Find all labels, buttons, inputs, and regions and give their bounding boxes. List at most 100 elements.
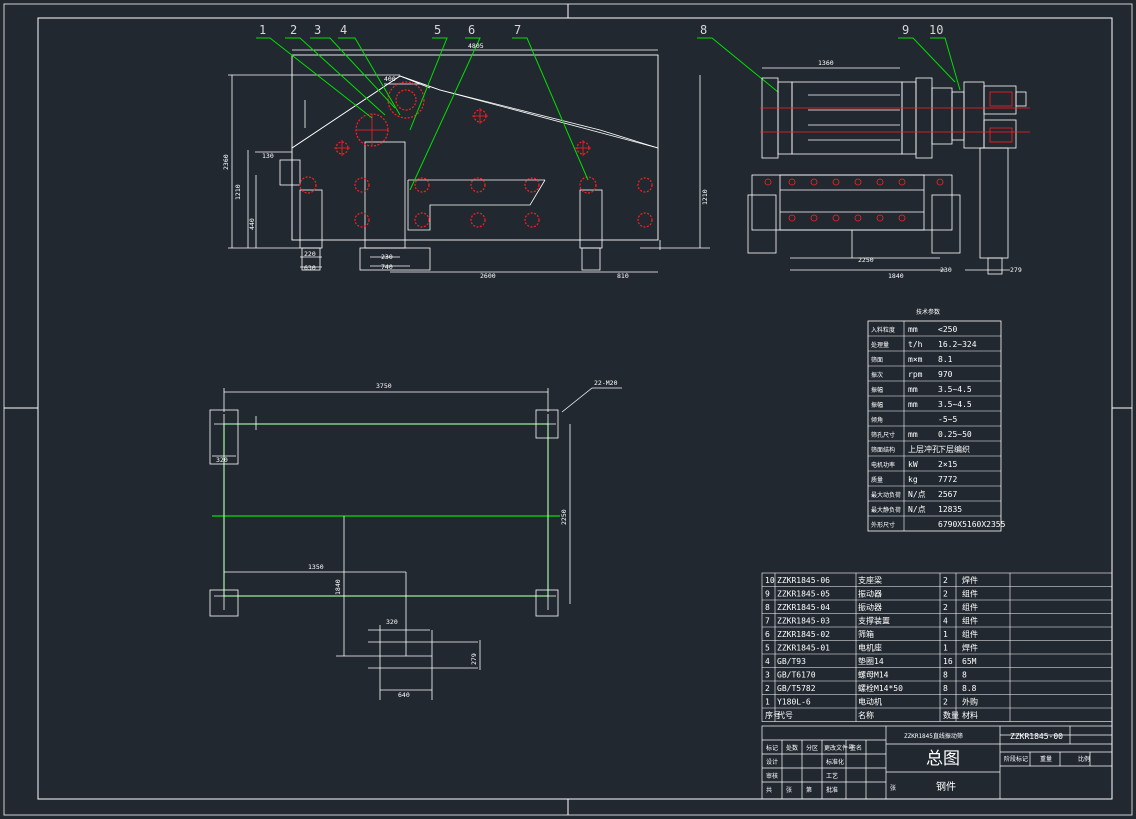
dim-1210-right: 1210 bbox=[701, 189, 709, 205]
dim-810: 810 bbox=[617, 272, 629, 280]
tech-param-value: 16.2~324 bbox=[938, 340, 977, 349]
title-block bbox=[761, 725, 1113, 800]
bom-header-cell: 名称 bbox=[858, 710, 874, 720]
bom-header-cell: 数量 bbox=[943, 710, 959, 720]
dim-230-side: 230 bbox=[940, 266, 952, 274]
bom-cell: ZZKR1845-04 bbox=[777, 603, 830, 612]
front-view bbox=[228, 49, 710, 273]
bom-cell: 组件 bbox=[962, 602, 978, 612]
bom-cell: Y180L-6 bbox=[777, 698, 811, 707]
bom-cell: 振动器 bbox=[858, 602, 882, 612]
tb-label-stage: 阶段标记 bbox=[1004, 755, 1028, 763]
tech-param-unit: mm bbox=[908, 385, 918, 394]
callout-1: 1 bbox=[259, 23, 266, 37]
side-view bbox=[747, 67, 1027, 275]
tech-param-label: 振幅 bbox=[871, 386, 883, 394]
tech-param-label: 最大动负荷 bbox=[871, 491, 901, 499]
tech-param-unit: N/点 bbox=[908, 490, 926, 499]
dim-630: 630 bbox=[304, 264, 316, 272]
tb-cell-sheets: 张 bbox=[786, 786, 792, 794]
tech-param-value: <250 bbox=[938, 325, 957, 334]
tb-label-standard: 标准化 bbox=[826, 758, 844, 766]
tech-param-value: 8.1 bbox=[938, 355, 953, 364]
tech-param-unit: mm bbox=[908, 430, 918, 439]
dim-3750: 3750 bbox=[376, 382, 392, 390]
dim-279-side: 279 bbox=[1010, 266, 1022, 274]
front-view-centermarks bbox=[334, 108, 591, 156]
bolt-spec-22-m20: 22-M20 bbox=[594, 379, 618, 387]
bom-cell: 垫圈14 bbox=[858, 656, 884, 666]
plan-view-dims: 3750 2250 1350 1840 320 279 640 320 22-M… bbox=[216, 379, 618, 699]
dim-1840-plan: 1840 bbox=[334, 579, 342, 595]
dim-1360: 1360 bbox=[818, 59, 834, 67]
tech-param-value: 2567 bbox=[938, 490, 957, 499]
callout-6: 6 bbox=[468, 23, 475, 37]
bom-cell: 电动机 bbox=[858, 697, 882, 707]
bom-cell: 3 bbox=[765, 671, 770, 680]
sheet-sub: 钢件 bbox=[936, 780, 956, 793]
tech-param-label: 筛面结构 bbox=[871, 446, 895, 454]
bom-cell: 支座梁 bbox=[858, 575, 882, 585]
bom-cell: 焊件 bbox=[962, 575, 978, 585]
dim-2600: 2600 bbox=[480, 272, 496, 280]
dim-1210-left: 1210 bbox=[234, 184, 242, 200]
tb-label-approve: 批准 bbox=[826, 786, 838, 794]
tech-param-label: 筛面 bbox=[871, 356, 883, 364]
bom-cell: 焊件 bbox=[962, 643, 978, 653]
bom-cell: ZZKR1845-05 bbox=[777, 590, 830, 599]
bom-cell: 1 bbox=[765, 698, 770, 707]
bom-cell: 1 bbox=[943, 644, 948, 653]
bom-cell: 9 bbox=[765, 590, 770, 599]
tech-param-value: -5~5 bbox=[938, 415, 957, 424]
tech-param-label: 最大静负荷 bbox=[871, 506, 901, 514]
bom-cell: GB/T6170 bbox=[777, 671, 816, 680]
tech-param-unit: mm bbox=[908, 325, 918, 334]
bom-cell: 2 bbox=[943, 603, 948, 612]
bom-cell: 组件 bbox=[962, 589, 978, 599]
tech-param-value: 7772 bbox=[938, 475, 957, 484]
dim-4805: 4805 bbox=[468, 42, 484, 50]
bom-cell: ZZKR1845-01 bbox=[777, 644, 830, 653]
callout-2: 2 bbox=[290, 23, 297, 37]
dim-440: 440 bbox=[248, 218, 256, 230]
tb-label-zone: 分区 bbox=[806, 744, 818, 752]
bom-cell: ZZKR1845-06 bbox=[777, 576, 830, 585]
sheet-name: 总图 bbox=[926, 749, 960, 769]
side-view-dims: 1360 2250 1840 230 279 bbox=[818, 59, 1022, 280]
dim-220: 220 bbox=[304, 250, 316, 258]
callout-5: 5 bbox=[434, 23, 441, 37]
tech-param-label: 倾角 bbox=[871, 416, 883, 424]
tech-param-label: 外形尺寸 bbox=[871, 521, 895, 529]
tech-param-value: 2×15 bbox=[938, 460, 957, 469]
bom-cell: ZZKR1845-02 bbox=[777, 630, 830, 639]
bom-header-cell: 代号 bbox=[777, 710, 793, 720]
tech-param-value: 970 bbox=[938, 370, 953, 379]
dim-1350: 1350 bbox=[308, 563, 324, 571]
tech-param-label: 振次 bbox=[871, 371, 883, 379]
title-block-text: ZZKR1845直线振动筛 ZZKR1845-00 总图 钢件 标记 处数 分区… bbox=[766, 732, 1090, 794]
tech-param-unit: kW bbox=[908, 460, 918, 469]
tech-param-unit: kg bbox=[908, 475, 918, 484]
tb-label-scale: 比例 bbox=[1078, 755, 1090, 763]
drawing-frame bbox=[3, 3, 1133, 816]
tech-param-label: 处理量 bbox=[871, 341, 889, 349]
callout-7: 7 bbox=[514, 23, 521, 37]
bom-cell: 外购 bbox=[962, 697, 978, 707]
dim-740: 740 bbox=[381, 263, 393, 271]
dim-2250: 2250 bbox=[858, 256, 874, 264]
callout-8: 8 bbox=[700, 23, 707, 37]
bom-cell: 4 bbox=[943, 617, 948, 626]
bom-cell: 8 bbox=[943, 671, 948, 680]
dim-640: 640 bbox=[398, 691, 410, 699]
tech-param-label: 质量 bbox=[871, 476, 883, 484]
bom-cell: 螺栓M14*50 bbox=[858, 683, 903, 693]
callout-10: 10 bbox=[929, 23, 943, 37]
dim-279: 279 bbox=[470, 653, 478, 665]
dim-230: 230 bbox=[381, 253, 393, 261]
bom-cell: ZZKR1845-03 bbox=[777, 617, 830, 626]
tb-cell-sheet: 张 bbox=[890, 784, 896, 792]
machine-name: ZZKR1845直线振动筛 bbox=[904, 732, 963, 740]
